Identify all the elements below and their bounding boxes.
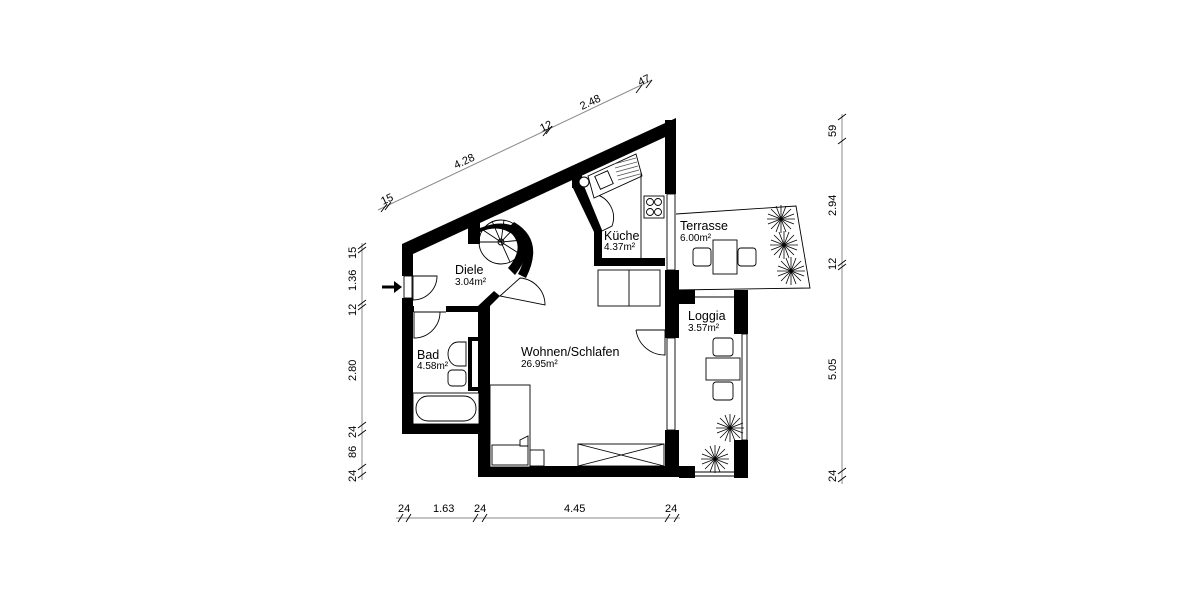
kitchen-fixtures xyxy=(587,153,665,258)
dim-bottom-24b: 24 xyxy=(474,503,486,515)
dim-left-2-80: 2.80 xyxy=(347,360,359,381)
svg-text:6.00m²: 6.00m² xyxy=(680,233,712,244)
room-label-diele: Diele 3.04m² xyxy=(455,263,487,288)
svg-text:Terrasse: Terrasse xyxy=(680,219,728,233)
dim-left-15: 15 xyxy=(347,247,359,259)
svg-text:3.57m²: 3.57m² xyxy=(688,323,720,334)
dim-bottom-1-63: 1.63 xyxy=(433,503,454,515)
plant-icon xyxy=(777,257,805,285)
loggia-furniture xyxy=(705,337,741,401)
dim-left-24a: 24 xyxy=(347,426,359,438)
dim-right-5-05: 5.05 xyxy=(827,359,839,380)
living-furniture xyxy=(489,269,665,468)
dim-left-86: 86 xyxy=(347,446,359,458)
svg-text:Wohnen/Schlafen: Wohnen/Schlafen xyxy=(521,345,619,359)
plant-icon xyxy=(701,445,729,473)
room-label-wohnen-schlafen: Wohnen/Schlafen 26.95m² xyxy=(521,345,619,370)
spiral-stair xyxy=(478,219,524,265)
svg-text:4.37m²: 4.37m² xyxy=(604,242,636,253)
table-icon xyxy=(712,239,738,275)
dim-top-12: 12 xyxy=(538,119,554,135)
plant-icon xyxy=(770,231,798,259)
entrance-arrow-icon xyxy=(382,281,402,293)
plant-icon xyxy=(716,414,744,442)
dimension-left-vertical: 15 1.36 12 2.80 24 86 24 xyxy=(347,242,367,482)
dim-top-15: 15 xyxy=(379,192,395,208)
svg-text:Bad: Bad xyxy=(417,348,439,362)
svg-text:Loggia: Loggia xyxy=(688,309,726,323)
room-label-terrasse: Terrasse 6.00m² xyxy=(680,219,728,244)
terrasse xyxy=(675,205,811,291)
room-label-kueche: Küche 4.37m² xyxy=(604,229,639,253)
plant-icon xyxy=(767,205,795,233)
dim-left-1-36: 1.36 xyxy=(347,270,359,291)
room-label-loggia: Loggia 3.57m² xyxy=(688,309,726,334)
sink-icon xyxy=(447,341,467,367)
svg-text:26.95m²: 26.95m² xyxy=(521,359,558,370)
stove-icon xyxy=(643,195,665,219)
room-label-bad: Bad 4.58m² xyxy=(417,348,449,372)
dim-right-12: 12 xyxy=(827,258,839,270)
svg-text:Küche: Küche xyxy=(604,229,639,243)
table-icon xyxy=(705,357,741,381)
doors xyxy=(412,193,666,356)
dim-top-47: 47 xyxy=(636,73,652,89)
dim-right-24: 24 xyxy=(827,470,839,482)
dim-right-2-94: 2.94 xyxy=(827,195,839,216)
svg-text:Diele: Diele xyxy=(455,263,484,277)
dim-left-24b: 24 xyxy=(347,470,359,482)
toilet-icon xyxy=(447,369,467,387)
dim-bottom-24a: 24 xyxy=(398,503,410,515)
dimension-top-diagonal: 15 4.28 12 2.48 47 xyxy=(377,73,652,213)
dim-bottom-4-45: 4.45 xyxy=(564,503,585,515)
dim-left-12: 12 xyxy=(347,304,359,316)
svg-text:4.58m²: 4.58m² xyxy=(417,361,449,372)
dim-right-59: 59 xyxy=(827,125,839,137)
svg-text:3.04m²: 3.04m² xyxy=(455,277,487,288)
walls xyxy=(402,118,748,478)
dimension-bottom-horizontal: 24 1.63 24 4.45 24 xyxy=(396,503,680,523)
dimension-right-vertical: 59 2.94 12 5.05 24 xyxy=(827,113,847,484)
dim-bottom-24c: 24 xyxy=(665,503,677,515)
bathroom-fixtures xyxy=(412,341,480,425)
windows xyxy=(403,193,748,477)
